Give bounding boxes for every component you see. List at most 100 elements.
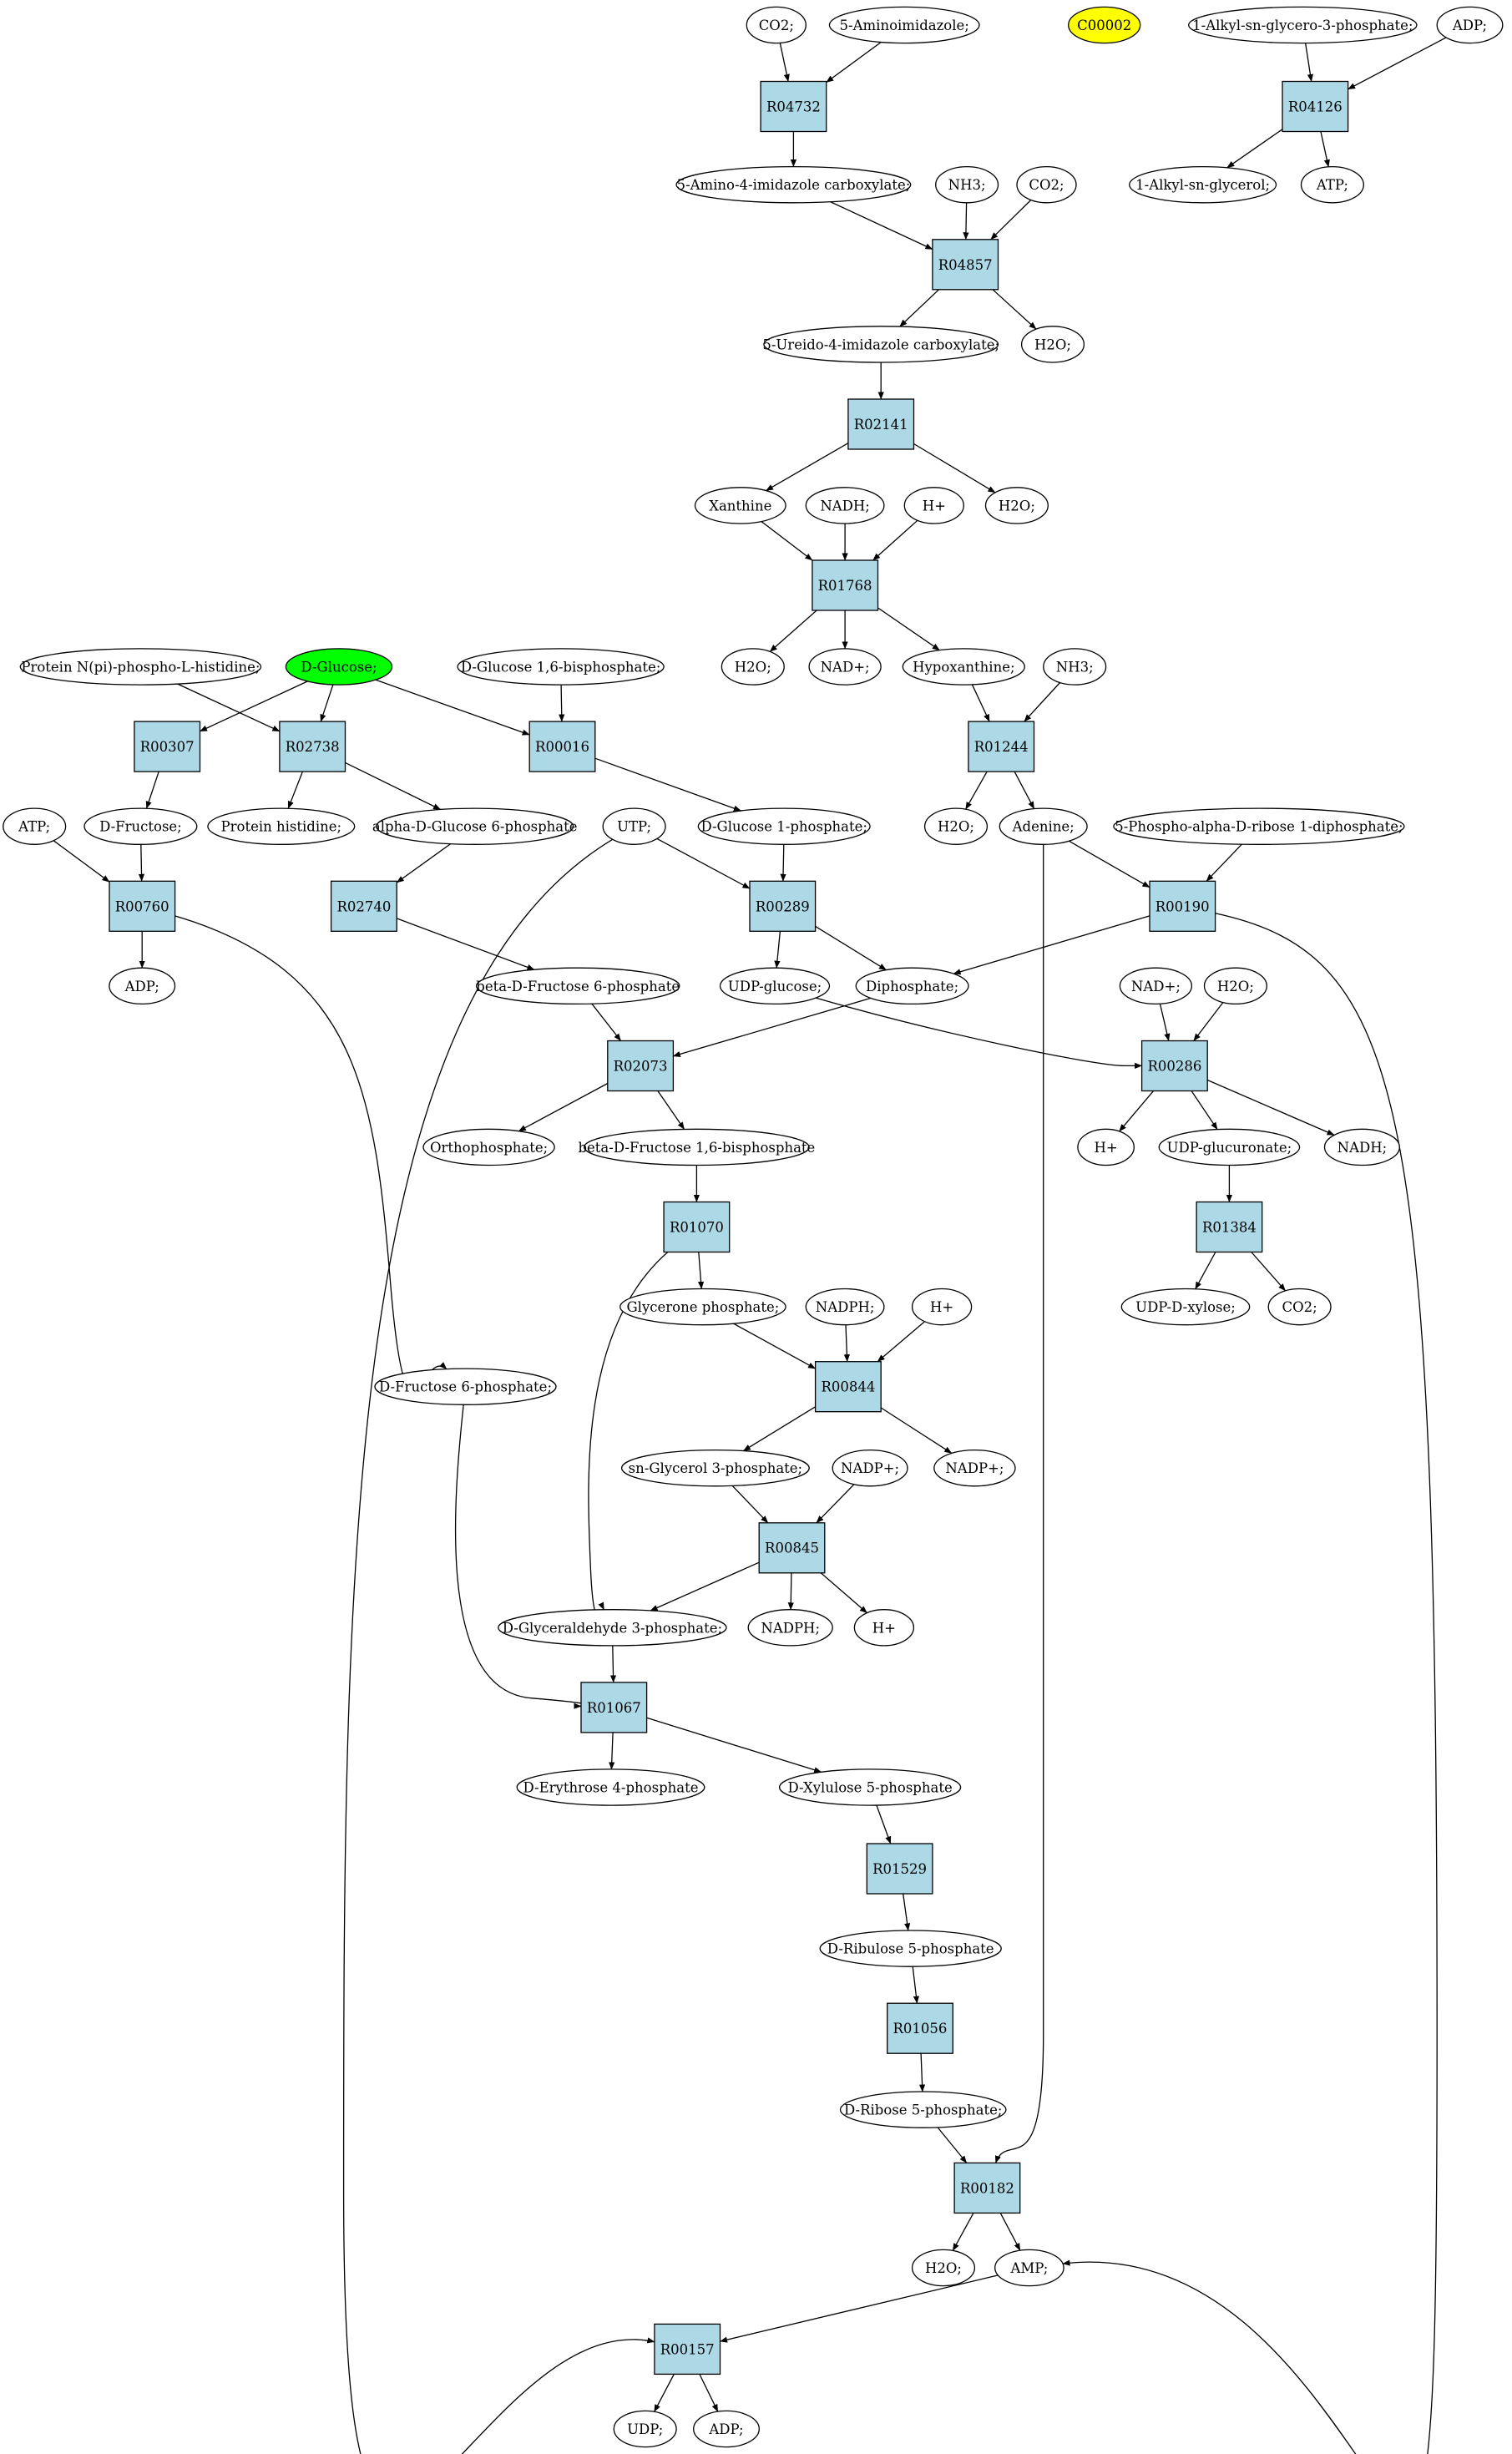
compound-node-G1P[interactable]: D-Glucose 1-phosphate; <box>697 807 871 845</box>
edge-R00016-to-G1P <box>594 757 741 812</box>
compound-node-AKG3P[interactable]: 1-Alkyl-sn-glycero-3-phosphate; <box>1188 6 1418 44</box>
edge-R00289-to-DIPH <box>815 925 887 971</box>
compound-node-UDPX[interactable]: UDP-D-xylose; <box>1120 1288 1251 1326</box>
compound-node-BF16BP[interactable]: beta-D-Fructose 1,6-bisphosphate <box>578 1128 815 1166</box>
compound-node-NH3_b[interactable]: NH3; <box>1043 648 1107 686</box>
compound-node-NADPp_b[interactable]: NADP+; <box>933 1449 1016 1487</box>
compound-node-NADPp_a[interactable]: NADP+; <box>832 1449 908 1487</box>
compound-node-XAN[interactable]: Xanthine <box>694 487 786 524</box>
compound-node-Hp_c[interactable]: H+ <box>911 1288 973 1326</box>
reaction-node-R00286[interactable]: R00286 <box>1140 1040 1208 1092</box>
compound-node-H2O_b[interactable]: H2O; <box>984 487 1049 524</box>
compound-node-NH3_a[interactable]: NH3; <box>935 165 999 204</box>
compound-node-ORTHO[interactable]: Orthophosphate; <box>422 1128 555 1166</box>
compound-node-NADp_a[interactable]: NAD+; <box>808 648 882 686</box>
reaction-node-R00016[interactable]: R00016 <box>528 721 596 772</box>
compound-node-PRPP[interactable]: 5-Phospho-alpha-D-ribose 1-diphosphate; <box>1113 807 1405 845</box>
reaction-node-R00289[interactable]: R00289 <box>749 880 817 932</box>
compound-node-UTP[interactable]: UTP; <box>602 807 666 845</box>
reaction-node-R01384[interactable]: R01384 <box>1196 1201 1263 1253</box>
reaction-node-R00190[interactable]: R00190 <box>1149 880 1216 932</box>
reaction-node-R02073[interactable]: R02073 <box>607 1040 675 1092</box>
compound-node-SNG3P[interactable]: sn-Glycerol 3-phosphate; <box>620 1449 810 1487</box>
compound-node-ADP_a[interactable]: ADP; <box>1436 6 1504 44</box>
compound-node-ADP_b[interactable]: ADP; <box>109 967 176 1005</box>
compound-node-UDP[interactable]: UDP; <box>613 2410 677 2448</box>
compound-node-UICARB[interactable]: 5-Ureido-4-imidazole carboxylate; <box>762 326 999 363</box>
compound-node-UDPG[interactable]: UDP-glucose; <box>719 967 831 1005</box>
compound-node-UDPGA[interactable]: UDP-glucuronate; <box>1158 1128 1301 1166</box>
compound-node-R5P[interactable]: D-Ribose 5-phosphate; <box>839 2091 1007 2128</box>
edge-R04857-to-UICARB <box>899 289 939 327</box>
node-label: ADP; <box>124 979 159 994</box>
compound-node-DGLC[interactable]: D-Glucose; <box>285 648 393 686</box>
compound-node-AMP[interactable]: AMP; <box>994 2249 1064 2287</box>
compound-node-DF6P[interactable]: D-Fructose 6-phosphate; <box>374 1368 557 1405</box>
compound-node-H2O_a[interactable]: H2O; <box>1020 326 1085 363</box>
compound-node-CO2_a[interactable]: CO2; <box>746 6 807 44</box>
compound-node-CO2_c[interactable]: CO2; <box>1267 1288 1332 1326</box>
reaction-node-R02740[interactable]: R02740 <box>330 880 397 932</box>
node-label: R00182 <box>960 2180 1014 2196</box>
compound-node-Hp_b[interactable]: H+ <box>1077 1128 1135 1166</box>
reaction-node-R02141[interactable]: R02141 <box>847 398 915 450</box>
compound-node-AG6P[interactable]: alpha-D-Glucose 6-phosphate <box>372 807 578 845</box>
reaction-node-R00307[interactable]: R00307 <box>134 721 201 772</box>
compound-node-H2O_c[interactable]: H2O; <box>721 648 785 686</box>
compound-node-Hp_a[interactable]: H+ <box>903 487 964 524</box>
compound-node-ATP_a[interactable]: ATP; <box>1300 165 1364 204</box>
reaction-node-R01529[interactable]: R01529 <box>866 1843 933 1895</box>
compound-node-C00002[interactable]: C00002 <box>1068 6 1141 44</box>
compound-node-NADH_a[interactable]: NADH; <box>805 487 885 524</box>
compound-node-AIMZ[interactable]: 5-Aminoimidazole; <box>828 6 980 44</box>
reaction-node-R01768[interactable]: R01768 <box>812 559 879 611</box>
node-label: Diphosphate; <box>866 979 958 994</box>
compound-node-DFRU[interactable]: D-Fructose; <box>83 807 198 845</box>
reaction-node-R04857[interactable]: R04857 <box>932 239 999 291</box>
compound-node-XU5P[interactable]: D-Xylulose 5-phosphate <box>778 1768 962 1806</box>
compound-node-PNPH[interactable]: Protein N(pi)-phospho-L-histidine; <box>19 648 262 686</box>
compound-node-H2O_f[interactable]: H2O; <box>911 2249 976 2287</box>
compound-node-GLYP[interactable]: Glycerone phosphate; <box>619 1288 786 1326</box>
node-label: R00157 <box>660 2341 715 2357</box>
compound-node-AKG[interactable]: 1-Alkyl-sn-glycerol; <box>1129 165 1277 204</box>
compound-node-G16BP[interactable]: D-Glucose 1,6-bisphosphate; <box>457 648 665 686</box>
reaction-node-R00157[interactable]: R00157 <box>654 2323 721 2376</box>
compound-node-NADPH_b[interactable]: NADPH; <box>747 1609 833 1647</box>
reaction-node-R00182[interactable]: R00182 <box>953 2162 1021 2214</box>
compound-ellipse <box>376 807 574 845</box>
compound-node-BF6P[interactable]: beta-D-Fructose 6-phosphate <box>475 967 680 1005</box>
compound-node-NADp_b[interactable]: NAD+; <box>1119 967 1193 1005</box>
node-label: H+ <box>1094 1140 1117 1156</box>
compound-node-AICARB[interactable]: 5-Amino-4-imidazole carboxylate; <box>675 165 912 204</box>
node-label: alpha-D-Glucose 6-phosphate <box>372 819 578 835</box>
compound-node-E4P[interactable]: D-Erythrose 4-phosphate <box>516 1768 705 1806</box>
compound-node-NADPH_a[interactable]: NADPH; <box>805 1288 885 1326</box>
compound-node-DIPH[interactable]: Diphosphate; <box>855 967 969 1005</box>
edge-XAN-to-R01768 <box>761 520 813 561</box>
compound-node-ADP_c[interactable]: ADP; <box>693 2410 760 2448</box>
compound-node-H2O_e[interactable]: H2O; <box>1203 967 1267 1005</box>
compound-node-ATP_b[interactable]: ATP; <box>3 807 67 845</box>
reaction-node-R01067[interactable]: R01067 <box>580 1682 648 1733</box>
compound-node-PHIS[interactable]: Protein histidine; <box>207 807 356 845</box>
compound-node-CO2_b[interactable]: CO2; <box>1016 165 1077 204</box>
reaction-node-R01070[interactable]: R01070 <box>663 1201 731 1253</box>
compound-node-ADEN[interactable]: Adenine; <box>999 807 1088 845</box>
reaction-node-R00845[interactable]: R00845 <box>758 1522 826 1574</box>
reaction-node-R01244[interactable]: R01244 <box>968 721 1035 772</box>
reaction-node-R00844[interactable]: R00844 <box>814 1361 882 1413</box>
reaction-node-R02738[interactable]: R02738 <box>279 721 346 772</box>
compound-node-GA3P[interactable]: D-Glyceraldehyde 3-phosphate; <box>498 1609 727 1647</box>
compound-ellipse <box>805 1288 885 1326</box>
reaction-node-R04126[interactable]: R04126 <box>1282 80 1349 133</box>
compound-node-Hp_d[interactable]: H+ <box>853 1609 915 1647</box>
compound-ellipse <box>855 967 969 1005</box>
reaction-node-R01056[interactable]: R01056 <box>887 2002 953 2054</box>
compound-node-RU5P[interactable]: D-Ribulose 5-phosphate <box>819 1930 1002 1967</box>
reaction-node-R00760[interactable]: R00760 <box>109 880 176 932</box>
reaction-node-R04732[interactable]: R04732 <box>760 80 827 133</box>
compound-node-HYPX[interactable]: Hypoxanthine; <box>902 648 1025 686</box>
compound-node-NADH_b[interactable]: NADH; <box>1323 1128 1400 1166</box>
compound-node-H2O_d[interactable]: H2O; <box>923 807 989 845</box>
